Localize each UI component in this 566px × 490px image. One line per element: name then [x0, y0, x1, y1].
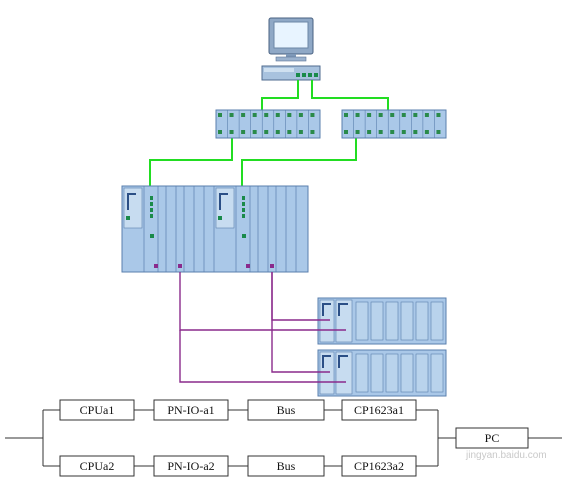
io-module [400, 301, 414, 341]
block-bus-1-label: Bus [277, 403, 296, 417]
port-led [413, 113, 418, 117]
status-led [126, 216, 130, 220]
port-led [390, 130, 395, 134]
status-led [242, 196, 245, 200]
block-cpu-a2-label: CPUa2 [80, 459, 115, 473]
link-cpu2-io-bottom [271, 272, 330, 373]
block-pc: PC [455, 427, 529, 449]
watermark: jingyan.baidu.com [465, 450, 547, 461]
block-bus-2: Bus [247, 455, 325, 477]
io-module [355, 353, 369, 393]
status-led [150, 196, 153, 200]
status-led [150, 214, 153, 218]
status-led [150, 202, 153, 206]
port-led [390, 113, 395, 117]
profibus-port [154, 264, 158, 268]
block-cp-a2-label: CP1623a2 [354, 459, 404, 473]
io-module [415, 301, 429, 341]
port-led [401, 113, 406, 117]
block-cp-a2: CP1623a2 [341, 455, 417, 477]
io-module [355, 301, 369, 341]
port-led [344, 130, 348, 134]
block-diagram [5, 409, 562, 467]
port-led [344, 113, 348, 117]
port-led [378, 130, 383, 134]
status-led [242, 214, 245, 218]
port-led [401, 130, 406, 134]
profibus-port [246, 264, 250, 268]
block-pnio-a2-label: PN-IO-a2 [167, 459, 214, 473]
port-led [264, 113, 269, 117]
status-led [150, 234, 154, 238]
port-led [275, 130, 280, 134]
io-module [430, 353, 444, 393]
port-led [298, 113, 303, 117]
pc-workstation-icon [261, 17, 321, 81]
profibus-port [178, 264, 182, 268]
io-module [370, 353, 384, 393]
port-led [264, 130, 269, 134]
port-led [229, 113, 234, 117]
block-cpu-a2: CPUa2 [59, 455, 135, 477]
port-led [355, 130, 360, 134]
port-led [218, 113, 222, 117]
link-cpu1-io-bottom [179, 330, 346, 383]
port-led [298, 130, 303, 134]
block-pnio-a1: PN-IO-a1 [153, 399, 229, 421]
port-led [252, 130, 257, 134]
port-led [355, 113, 360, 117]
port-led [310, 130, 315, 134]
port-led [413, 130, 418, 134]
s7-400h-rack-icon [121, 185, 309, 273]
port-led [310, 113, 315, 117]
port-led [287, 130, 292, 134]
port-led [218, 130, 222, 134]
status-led [242, 234, 246, 238]
port-led [252, 113, 257, 117]
et200-io-station-icon [317, 349, 447, 397]
block-cpu-a1-label: CPUa1 [80, 403, 115, 417]
profibus-links [179, 272, 346, 383]
port-led [436, 113, 441, 117]
io-module [370, 301, 384, 341]
io-module [415, 353, 429, 393]
port-led [287, 113, 292, 117]
io-module [385, 353, 399, 393]
block-cpu-a1: CPUa1 [59, 399, 135, 421]
et200-io-station-icon [317, 297, 447, 345]
block-cp-a1-label: CP1623a1 [354, 403, 404, 417]
status-led [242, 208, 245, 212]
port-led [275, 113, 280, 117]
port-led [367, 130, 372, 134]
status-led [242, 202, 245, 206]
block-bus-1: Bus [247, 399, 325, 421]
port-led [424, 113, 429, 117]
network-switch-icon [341, 109, 447, 139]
profibus-port [270, 264, 274, 268]
block-pnio-a2: PN-IO-a2 [153, 455, 229, 477]
port-led [367, 113, 372, 117]
network-switch-icon [215, 109, 321, 139]
port-led [436, 130, 441, 134]
io-module [430, 301, 444, 341]
io-module [400, 353, 414, 393]
status-led [218, 216, 222, 220]
block-bus-2-label: Bus [277, 459, 296, 473]
port-led [378, 113, 383, 117]
status-led [150, 208, 153, 212]
port-led [241, 130, 246, 134]
block-cp-a1: CP1623a1 [341, 399, 417, 421]
block-pnio-a1-label: PN-IO-a1 [167, 403, 214, 417]
block-pc-label: PC [485, 431, 500, 445]
io-module [385, 301, 399, 341]
link-pc-switch-right [311, 80, 389, 110]
port-led [241, 113, 246, 117]
link-pc-switch-left [261, 80, 299, 110]
port-led [424, 130, 429, 134]
port-led [229, 130, 234, 134]
